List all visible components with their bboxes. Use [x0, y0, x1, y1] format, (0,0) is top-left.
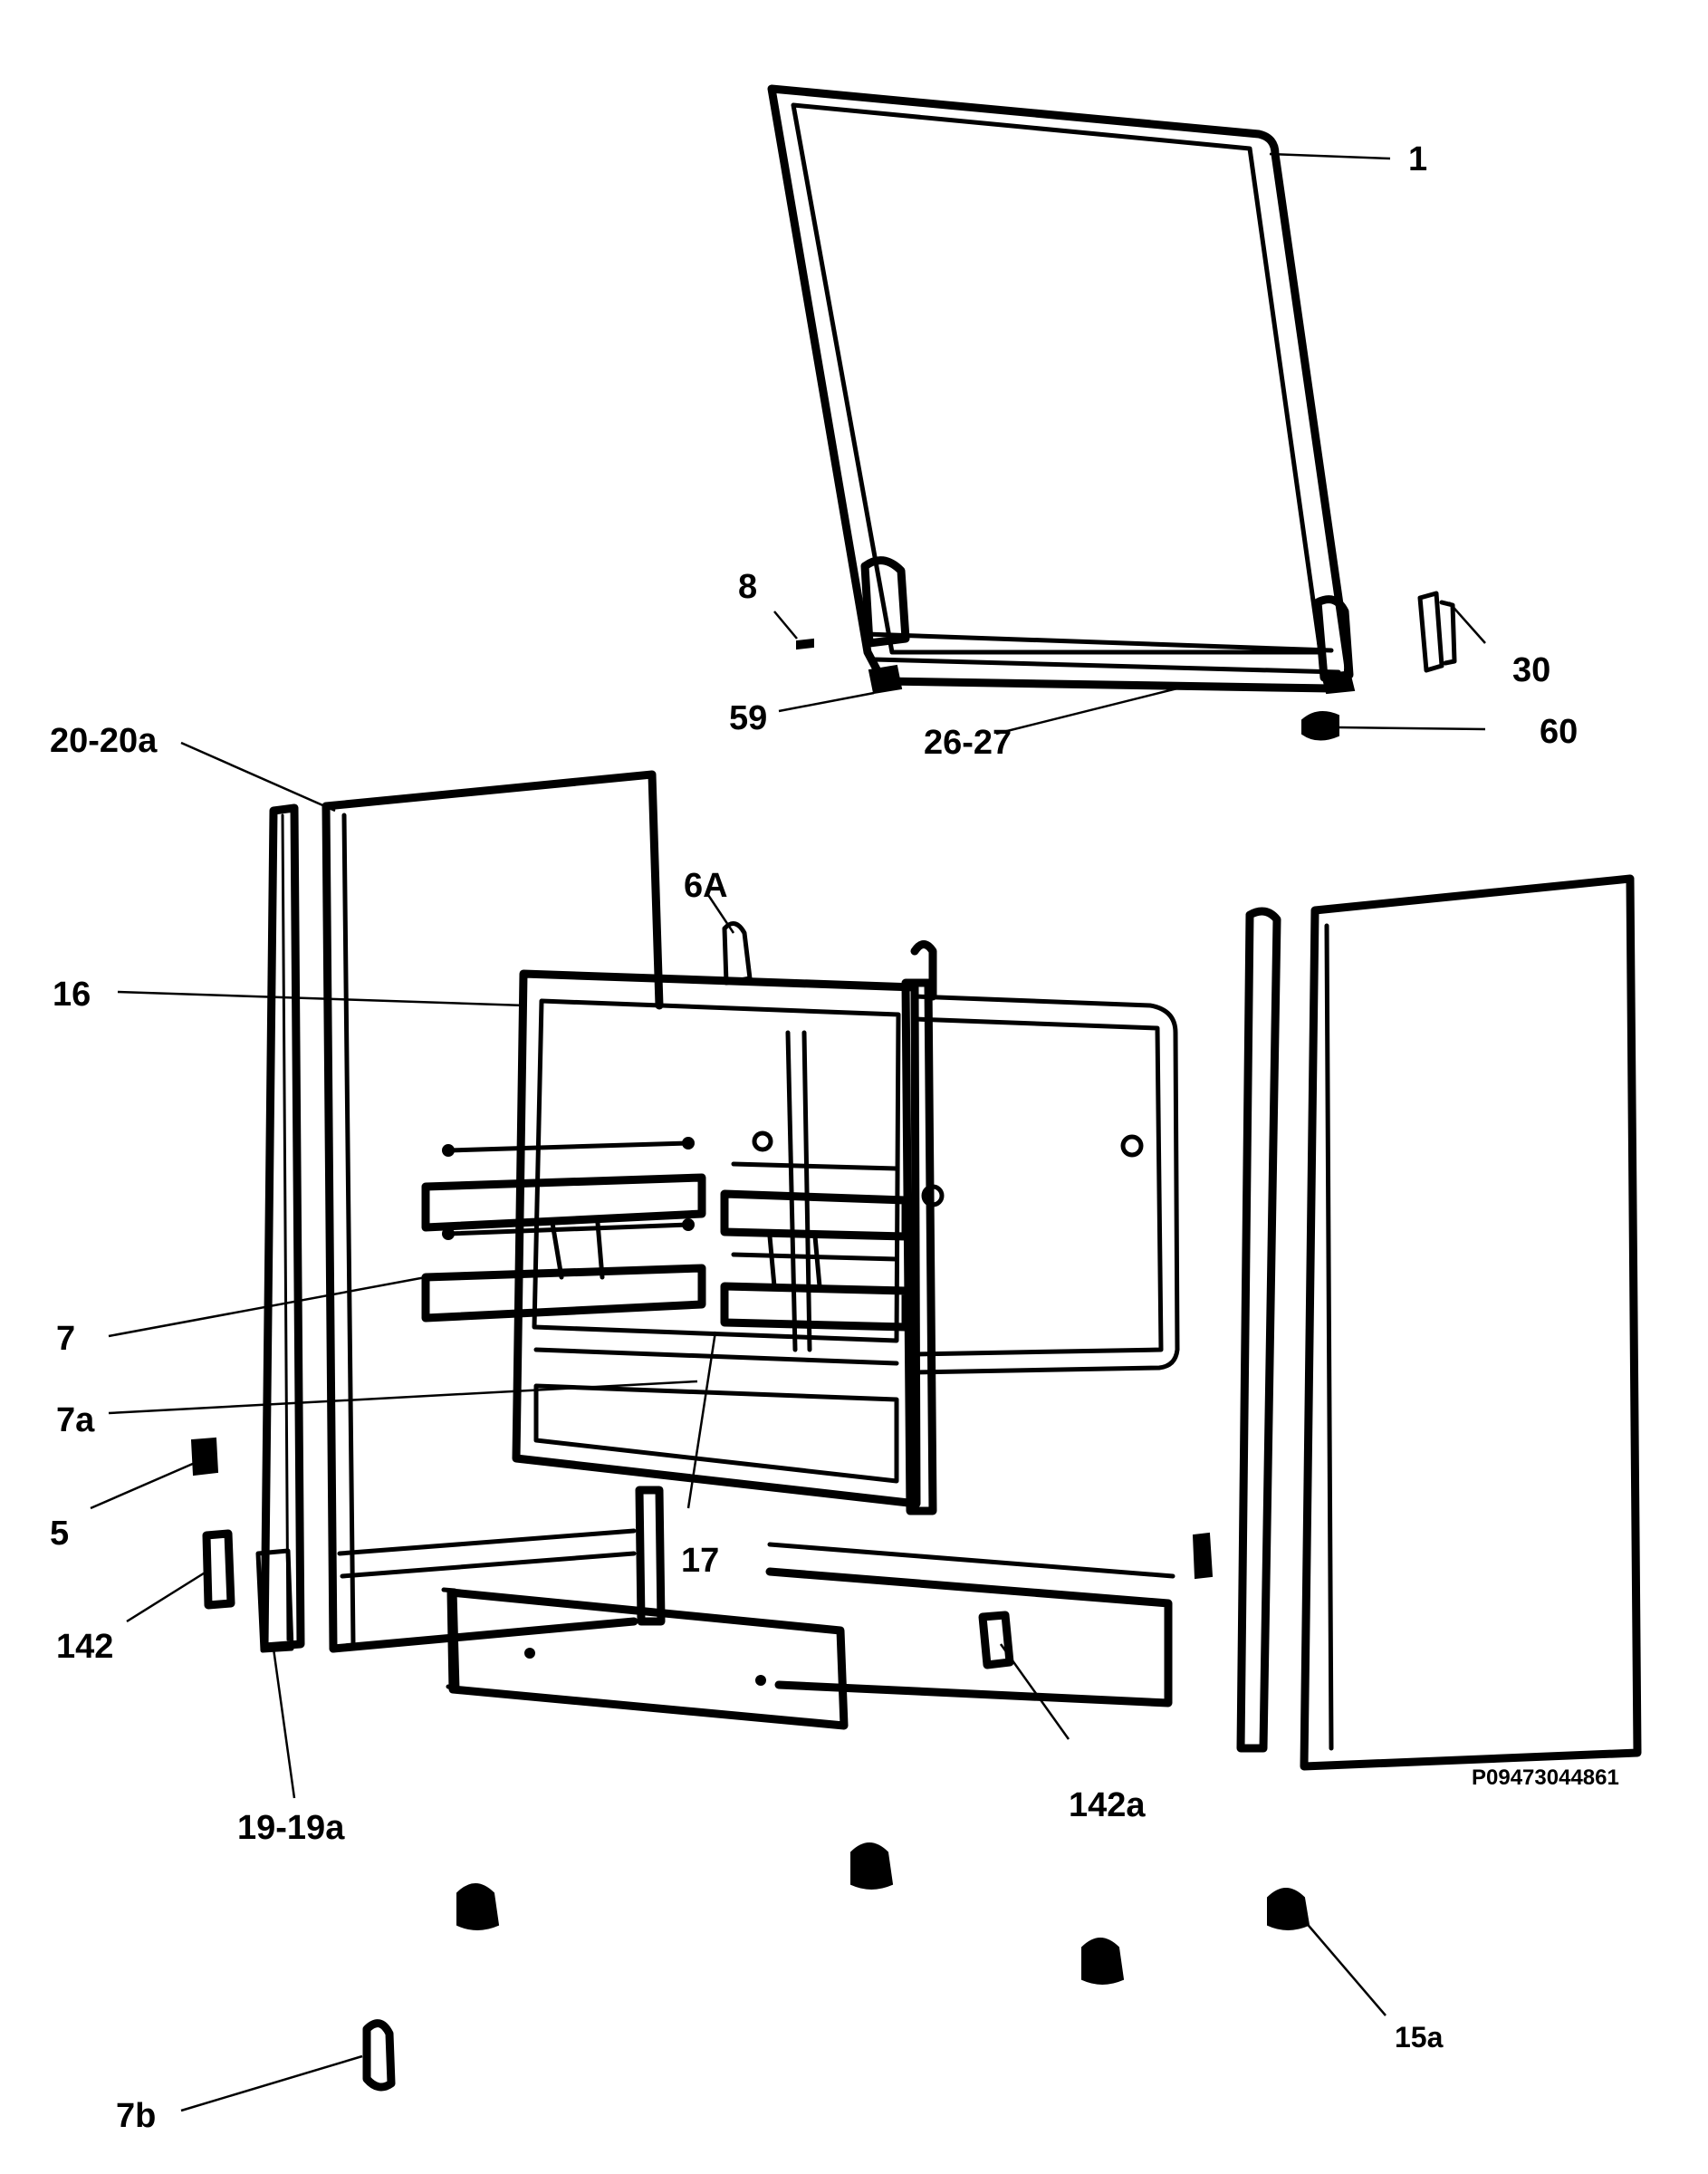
label-19-19a: 19-19a: [237, 1809, 345, 1847]
part-5-clip: [190, 1437, 219, 1477]
label-142a: 142a: [1069, 1786, 1146, 1824]
part-7-racks: [421, 1137, 910, 1332]
leader-lines: [90, 152, 1486, 2112]
label-20-20a: 20-20a: [50, 722, 158, 760]
diagram-code: P09473044861: [1472, 1765, 1619, 1790]
part-142-clip: [202, 1529, 235, 1610]
label-30: 30: [1512, 651, 1550, 689]
label-5: 5: [50, 1515, 69, 1553]
part-20-20a-door-frame: [321, 770, 664, 1653]
part-60-foot: [1301, 711, 1339, 741]
label-26-27: 26-27: [924, 724, 1012, 762]
part-30-hinge: [1417, 591, 1457, 673]
right-side-panels: [1236, 874, 1642, 1771]
part-16-inner-frame: [512, 940, 1180, 1515]
label-59: 59: [729, 699, 767, 737]
label-7: 7: [56, 1320, 75, 1358]
bottom-panels: [441, 1532, 1214, 1730]
part-6a-hinge-pin: [722, 921, 753, 986]
part-1-top-frame: [767, 84, 1356, 695]
label-1: 1: [1408, 140, 1427, 178]
label-7a: 7a: [56, 1401, 95, 1439]
label-7b: 7b: [116, 2097, 156, 2135]
label-6a: 6A: [684, 867, 728, 905]
part-8: [796, 638, 814, 650]
label-15a: 15a: [1395, 2021, 1444, 2054]
part-19-19a-side-strip: [255, 803, 305, 1653]
part-142a-clip: [978, 1611, 1014, 1669]
feet: [456, 1842, 1310, 1985]
label-17: 17: [681, 1542, 719, 1580]
part-17-support: [635, 1486, 666, 1626]
label-16: 16: [53, 976, 91, 1014]
label-8: 8: [738, 568, 757, 606]
label-142: 142: [56, 1628, 113, 1666]
part-7b-cap: [362, 2019, 396, 2092]
label-60: 60: [1540, 713, 1578, 751]
